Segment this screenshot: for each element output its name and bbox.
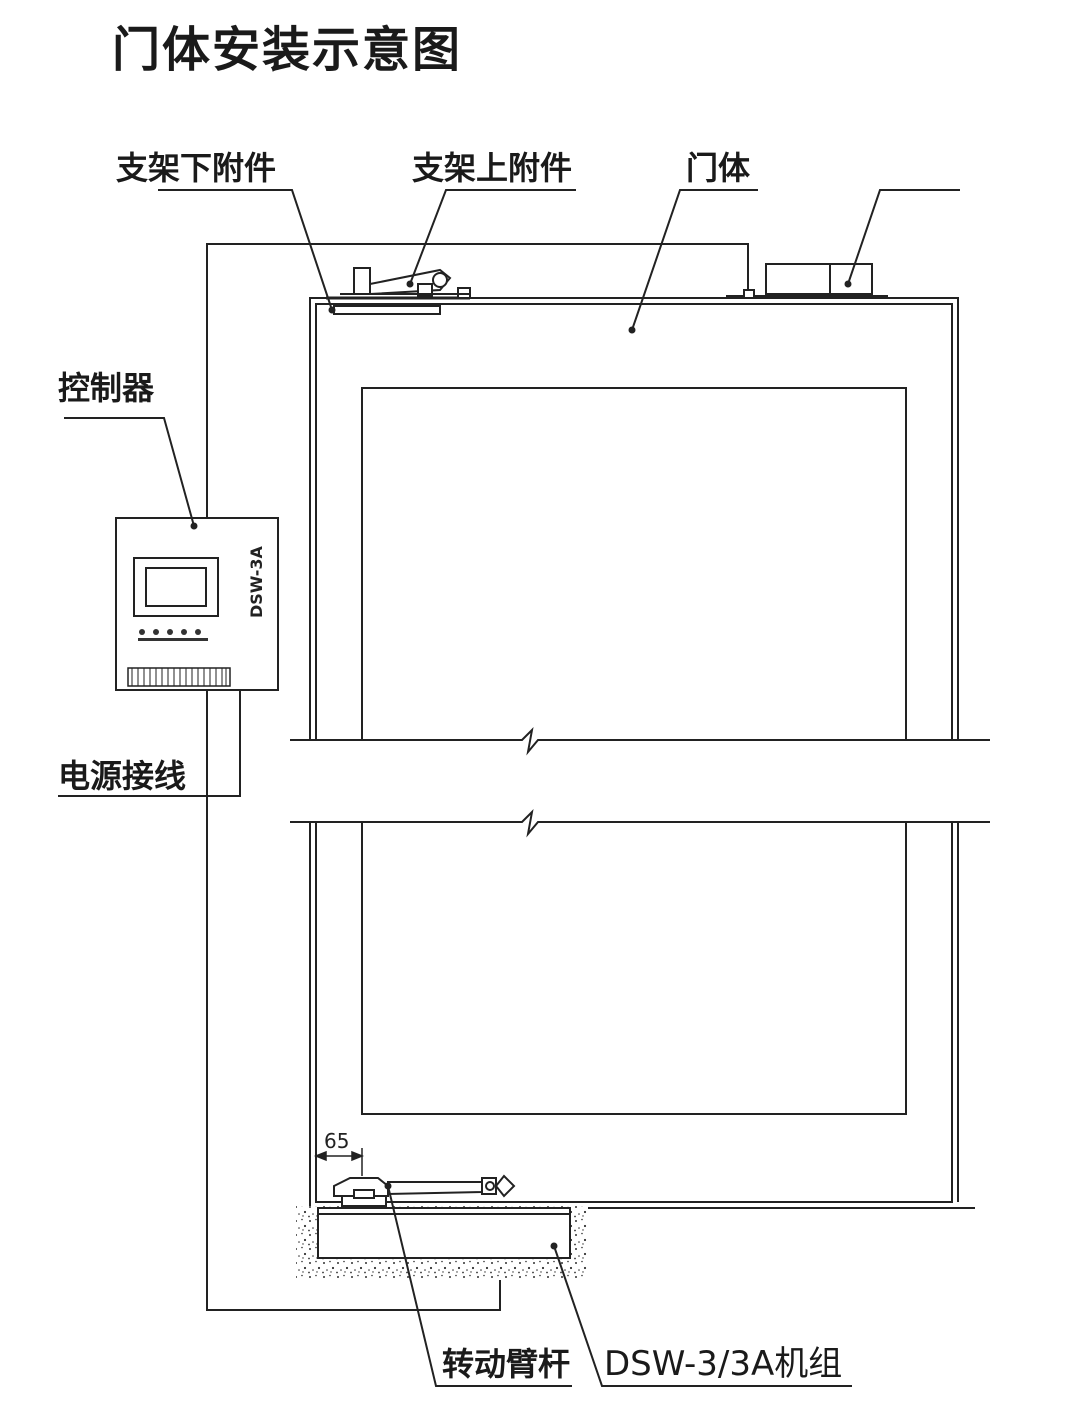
leader-swing-arm [387,1185,572,1387]
dimension-label: 65 [324,1129,349,1153]
leader-controller [64,417,195,527]
power-wiring-leader [58,690,241,797]
label-door-body: 门体 [686,149,751,187]
door-panel [361,387,907,740]
dimension-65 [313,1148,365,1176]
label-unit: DSW-3/3A机组 [604,1344,843,1384]
label-bracket-lower: 支架下附件 [116,149,277,187]
break-lines [290,727,990,838]
leader-unit [553,1245,852,1387]
wiring-line [206,243,749,520]
controller-model-label: DSW-3A [247,545,266,618]
leader-bracket-lower [158,189,333,311]
swing-arm [333,1174,516,1207]
controller-box [115,517,279,691]
floor-unit [317,1207,571,1259]
label-swing-arm: 转动臂杆 [442,1345,571,1383]
leader-bracket-upper [409,189,576,285]
wiring-line [206,690,501,1311]
page-title: 门体安装示意图 [112,22,463,78]
leader-door-body [631,189,758,331]
door-frame [309,297,975,1209]
door-panel [361,822,907,1115]
top-right-hardware [726,263,888,299]
leader-top-right [847,189,960,285]
label-bracket-upper: 支架上附件 [412,149,573,187]
label-controller: 控制器 [58,369,155,407]
leader-lines [64,189,960,1387]
upper-bracket [326,267,471,315]
label-power-wiring: 电源接线 [58,757,187,795]
